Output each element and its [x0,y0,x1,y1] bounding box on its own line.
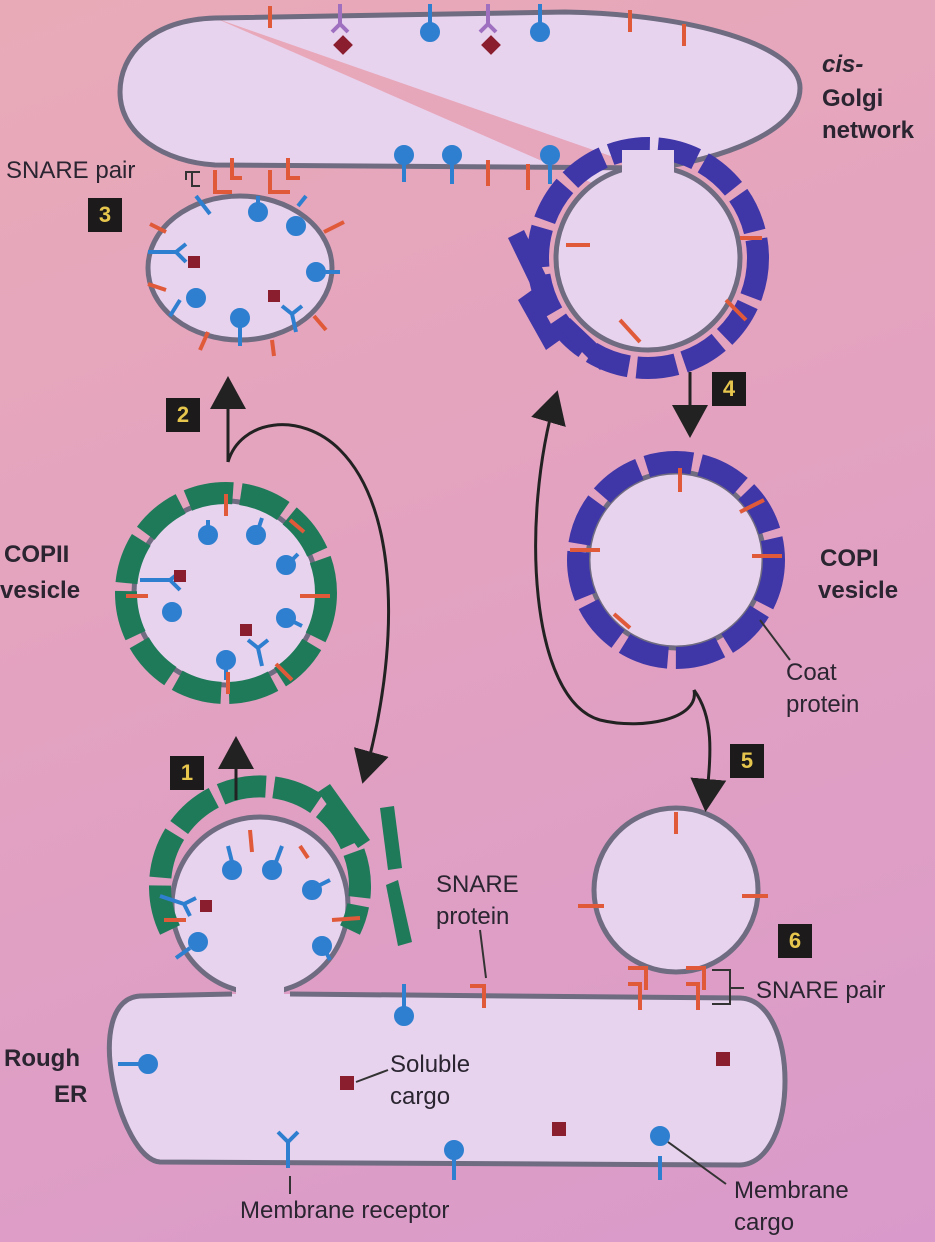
vesicle6-snares [470,812,768,1010]
cis-golgi-label-1: cis- [822,51,864,78]
copii-budding-vesicle [149,775,371,1001]
snare-pair-bottom-label: SNARE pair [756,977,886,1004]
soluble-cargo-label-2: cargo [390,1083,451,1110]
rough-er-label-2: ER [54,1081,88,1108]
copii-label-1: COPII [4,541,70,568]
copi-label-2: vesicle [818,577,899,604]
coat-protein-label-2: protein [786,691,860,718]
copi-budding-vesicle [527,137,769,379]
pathway-arrows [210,372,727,812]
step-badge-6: 6 [778,924,812,958]
coat-protein-label-1: Coat [786,659,837,686]
golgi-bound-cargo [330,4,501,55]
step-badge-3: 3 [88,198,122,232]
rough-er-label-1: Rough [4,1045,80,1072]
snare-pair-top-label: SNARE pair [6,157,136,184]
copi-vesicle-shape [567,451,785,669]
golgi-snares [213,6,762,344]
copi-label-1: COPI [820,545,879,572]
leader-lines [185,171,791,1194]
golgi-receptors [394,4,560,184]
step-badge-4: 4 [712,372,746,406]
snare-protein-label-1: SNARE [436,871,519,898]
er-bud-proteins [159,829,361,961]
cis-golgi-label-2: Golgi [822,85,884,112]
copi-vesicle-snares [570,468,782,630]
membrane-cargo-label-1: Membrane [734,1177,849,1204]
copi-coat-fragments [508,230,612,370]
er-soluble-cargo [340,1052,730,1136]
membrane-receptor-label: Membrane receptor [240,1197,450,1224]
step-badge-1: 1 [170,756,204,790]
copii-vesicle-proteins [126,494,330,694]
soluble-cargo-label-1: Soluble [390,1051,471,1078]
step-badge-2: 2 [166,398,200,432]
rough-er-membrane [106,991,788,1168]
cis-golgi-network [117,9,803,197]
cis-golgi-label-3: network [822,117,915,144]
er-membrane-proteins [118,984,670,1180]
copii-coat-fragments [318,784,412,946]
vesicle3-proteins [147,194,345,357]
step-badge-5: 5 [730,744,764,778]
snare-protein-label-2: protein [436,903,510,930]
uncoated-vesicle [591,805,761,975]
membrane-cargo-label-2: cargo [734,1209,795,1236]
copii-label-2: vesicle [0,577,81,604]
